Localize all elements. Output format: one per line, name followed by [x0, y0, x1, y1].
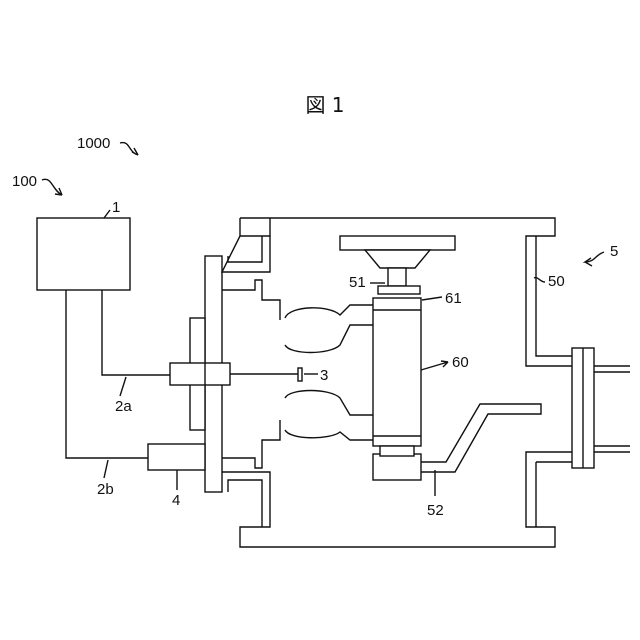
lower-support-arm — [421, 404, 541, 472]
label-1: 1 — [112, 199, 120, 216]
leader-60 — [421, 361, 448, 370]
lower-hose — [285, 391, 373, 441]
label-60: 60 — [452, 354, 469, 371]
label-4: 4 — [172, 492, 180, 509]
upper-support-cone — [365, 250, 430, 268]
label-52: 52 — [427, 502, 444, 519]
label-61: 61 — [445, 290, 462, 307]
leader-2a — [120, 377, 126, 396]
lower-support-neck — [380, 446, 414, 456]
leader-1 — [104, 210, 110, 218]
label-3: 3 — [320, 367, 328, 384]
leader-5 — [585, 252, 604, 266]
outlet-pipe — [594, 366, 630, 452]
workpiece-cylinder — [373, 298, 421, 446]
leader-1000 — [120, 143, 138, 155]
label-51: 51 — [349, 274, 366, 291]
actuator-4 — [148, 444, 205, 470]
upper-support-cap — [378, 286, 420, 294]
wire-2b — [66, 290, 148, 458]
top-mount-plate — [340, 236, 455, 250]
label-5: 5 — [610, 243, 618, 260]
label-50: 50 — [548, 273, 565, 290]
chamber-step-top — [222, 280, 280, 320]
wire-2a — [102, 290, 170, 375]
leader-100 — [42, 179, 62, 195]
figure-title: 図 1 — [305, 93, 344, 117]
lower-support-base — [373, 454, 421, 480]
label-1000: 1000 — [77, 135, 110, 152]
controller-box — [37, 218, 130, 290]
leader-2b — [104, 460, 108, 478]
chamber-step-bottom — [222, 420, 280, 468]
sensor-tip — [298, 368, 302, 381]
upper-support-shaft — [388, 268, 406, 286]
feedthrough-block — [170, 363, 230, 385]
upper-hose — [285, 305, 373, 353]
leader-61 — [422, 297, 442, 300]
label-2b: 2b — [97, 481, 114, 498]
chamber-wall-trim — [240, 218, 270, 236]
label-2a: 2a — [115, 398, 132, 415]
label-100: 100 — [12, 173, 37, 190]
